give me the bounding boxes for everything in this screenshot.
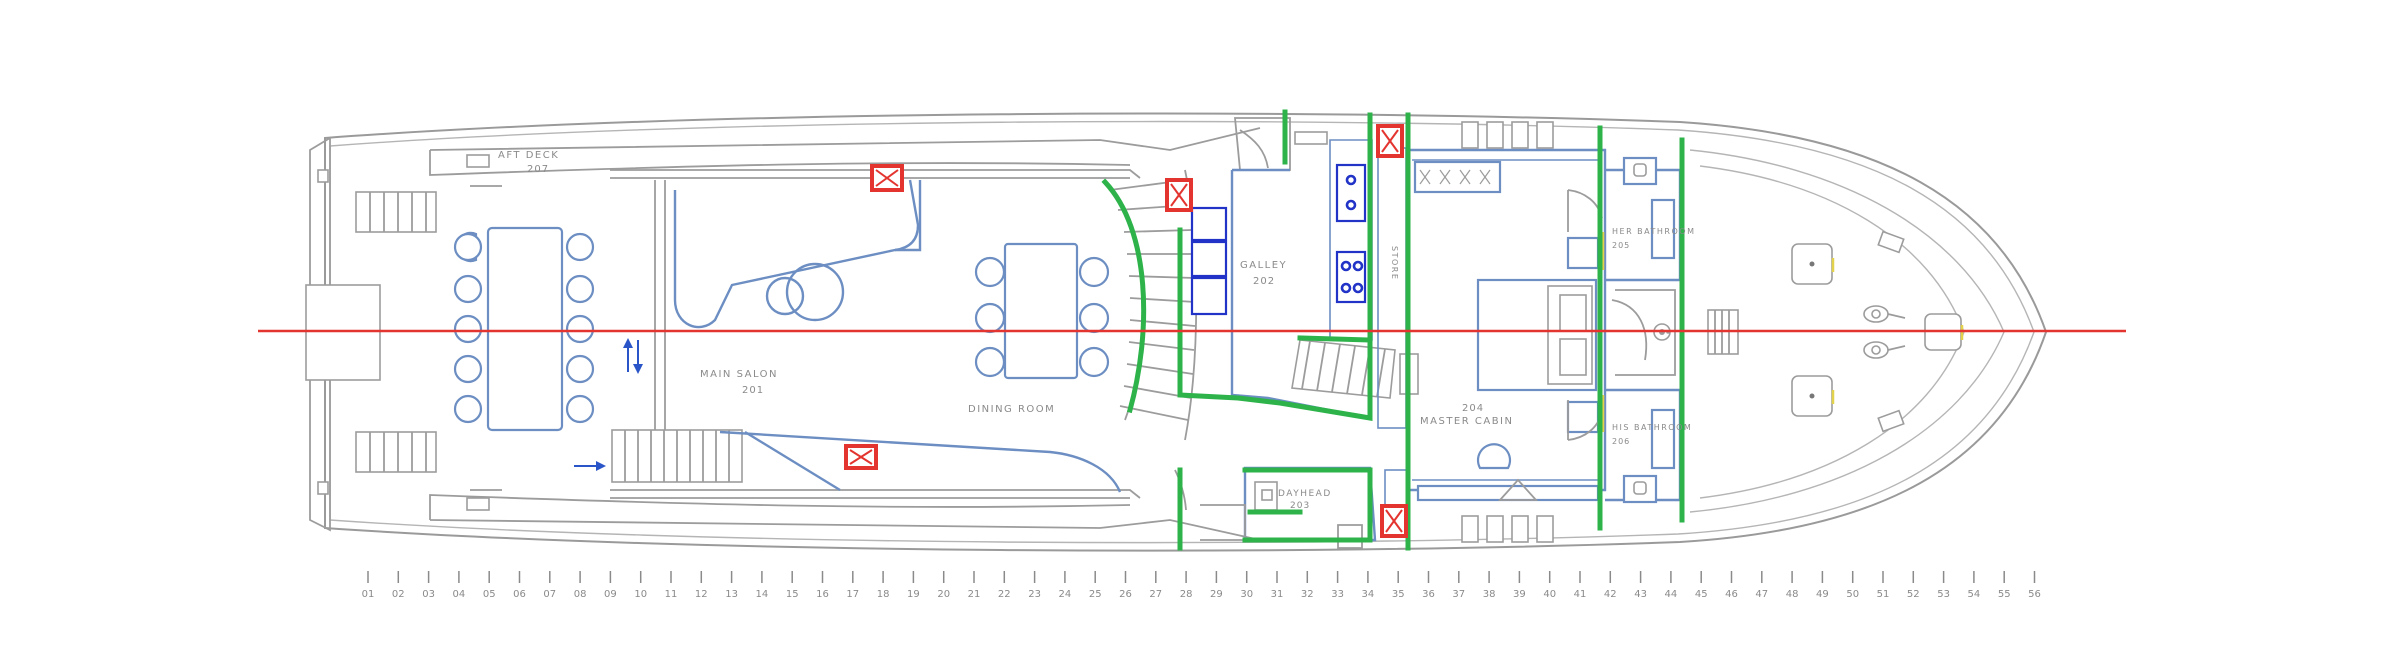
frame-tick-label: 46	[1725, 589, 1738, 600]
room-label-store: STORE	[1390, 246, 1399, 280]
frame-tick-label: 23	[1028, 589, 1041, 600]
frame-tick-label: 42	[1604, 589, 1617, 600]
frame-tick-label: 06	[513, 589, 526, 600]
frame-tick-label: 47	[1755, 589, 1768, 600]
master-cabin	[1410, 148, 1607, 502]
room-number-aft-deck: 207	[527, 164, 549, 175]
frame-tick-label: 04	[453, 589, 466, 600]
frame-tick-label: 35	[1392, 589, 1405, 600]
frame-tick-label: 50	[1846, 589, 1859, 600]
frame-tick-label: 18	[877, 589, 890, 600]
frame-tick-label: 09	[604, 589, 617, 600]
frame-tick-label: 01	[362, 589, 375, 600]
frame-tick-label: 55	[1998, 589, 2011, 600]
room-label-dayhead: DAYHEAD	[1278, 489, 1332, 499]
frame-tick-label: 12	[695, 589, 708, 600]
frame-tick-label: 44	[1665, 589, 1678, 600]
frame-tick-label: 21	[968, 589, 981, 600]
frame-tick-label: 20	[937, 589, 950, 600]
aft-stairs-port	[355, 191, 437, 233]
frame-tick-label: 22	[998, 589, 1011, 600]
galley-stairs	[1291, 339, 1419, 399]
fire-damper-icon	[844, 124, 1408, 538]
frame-tick-label: 32	[1301, 589, 1314, 600]
aft-deck-dining-table	[453, 226, 595, 432]
frame-tick-label: 34	[1362, 589, 1375, 600]
frame-tick-label: 31	[1271, 589, 1284, 600]
frame-tick-scale: 01 02 03 04 05 06 07 08 09 10 11 12 13 14 15 16 17 18 19 20…	[362, 571, 2041, 600]
frame-tick-label: 37	[1452, 589, 1465, 600]
frame-tick-label: 16	[816, 589, 829, 600]
frame-tick-label: 14	[756, 589, 769, 600]
store	[1377, 147, 1408, 523]
deck-windows	[1294, 121, 1554, 543]
frame-tick-label: 40	[1543, 589, 1556, 600]
cooktop	[1335, 163, 1367, 304]
frame-tick-label: 19	[907, 589, 920, 600]
galley-cabinets	[1190, 206, 1228, 316]
frame-tick-label: 38	[1483, 589, 1496, 600]
anchor-windlass-icon	[1863, 305, 1906, 359]
aft-deck-chairs	[453, 231, 595, 424]
hull-outline	[305, 112, 2048, 552]
room-labels: AFT DECK 207 MAIN SALON 201 DINING ROOM …	[498, 150, 1695, 511]
frame-tick-label: 54	[1968, 589, 1981, 600]
hatch-icon	[1791, 243, 1964, 417]
galley	[1190, 117, 1419, 420]
room-number-galley: 202	[1253, 276, 1275, 287]
frame-tick-label: 36	[1422, 589, 1435, 600]
salon-sofa	[673, 179, 1122, 493]
frame-tick-label: 30	[1240, 589, 1253, 600]
frame-tick-label: 43	[1634, 589, 1647, 600]
frame-tick-label: 39	[1513, 589, 1526, 600]
master-bed	[1476, 236, 1600, 434]
room-label-his-bathroom: HIS BATHROOM	[1612, 423, 1692, 432]
frame-tick-label: 45	[1695, 589, 1708, 600]
frame-tick-label: 41	[1574, 589, 1587, 600]
room-number-his-bathroom: 206	[1612, 437, 1630, 446]
frame-tick-label: 02	[392, 589, 405, 600]
room-label-dining-room: DINING ROOM	[968, 404, 1055, 415]
room-label-master-cabin: MASTER CABIN	[1420, 416, 1513, 427]
dayhead	[1174, 466, 1377, 549]
room-label-galley: GALLEY	[1240, 260, 1287, 271]
frame-tick-label: 26	[1119, 589, 1132, 600]
frame-tick-label: 56	[2028, 589, 2041, 600]
room-number-her-bathroom: 205	[1612, 241, 1630, 250]
frame-tick-label: 49	[1816, 589, 1829, 600]
room-label-her-bathroom: HER BATHROOM	[1612, 227, 1695, 236]
frame-tick-label: 08	[574, 589, 587, 600]
frame-tick-label: 33	[1331, 589, 1344, 600]
room-label-aft-deck: AFT DECK	[498, 150, 559, 161]
arrow-icon	[574, 338, 643, 471]
dining-table	[974, 242, 1110, 380]
frame-tick-label: 10	[634, 589, 647, 600]
room-number-dayhead: 203	[1290, 501, 1310, 511]
frame-tick-label: 51	[1877, 589, 1890, 600]
room-number-master-cabin: 204	[1462, 403, 1484, 414]
frame-tick-label: 17	[846, 589, 859, 600]
frame-tick-label: 48	[1786, 589, 1799, 600]
bathrooms	[1601, 156, 1682, 504]
frame-tick-label: 05	[483, 589, 496, 600]
room-number-main-salon: 201	[742, 385, 764, 396]
room-label-main-salon: MAIN SALON	[700, 369, 778, 380]
frame-tick-label: 24	[1059, 589, 1072, 600]
frame-tick-label: 11	[665, 589, 678, 600]
frame-tick-label: 53	[1937, 589, 1950, 600]
frame-tick-label: 28	[1180, 589, 1193, 600]
aft-stairs-starboard	[355, 431, 437, 473]
frame-tick-label: 07	[543, 589, 556, 600]
frame-tick-label: 52	[1907, 589, 1920, 600]
frame-tick-label: 27	[1149, 589, 1162, 600]
frame-tick-label: 13	[725, 589, 738, 600]
foredeck	[1666, 230, 1964, 433]
frame-tick-label: 15	[786, 589, 799, 600]
frame-tick-label: 29	[1210, 589, 1223, 600]
frame-tick-label: 25	[1089, 589, 1102, 600]
frame-tick-label: 03	[422, 589, 435, 600]
